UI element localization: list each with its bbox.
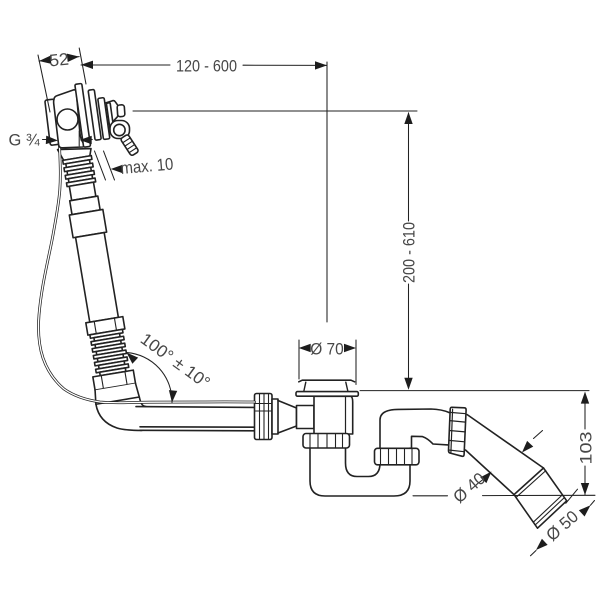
svg-text:max. 10: max. 10 <box>120 154 174 178</box>
svg-text:200 - 610: 200 - 610 <box>400 222 419 283</box>
svg-text:100° ± 10°: 100° ± 10° <box>137 329 214 392</box>
svg-text:G ¾: G ¾ <box>9 131 40 149</box>
svg-text:Ø 40: Ø 40 <box>450 469 490 507</box>
svg-text:Ø 70: Ø 70 <box>310 340 344 359</box>
svg-text:52: 52 <box>48 50 69 71</box>
svg-text:103: 103 <box>577 432 596 465</box>
svg-text:120 - 600: 120 - 600 <box>176 57 237 76</box>
